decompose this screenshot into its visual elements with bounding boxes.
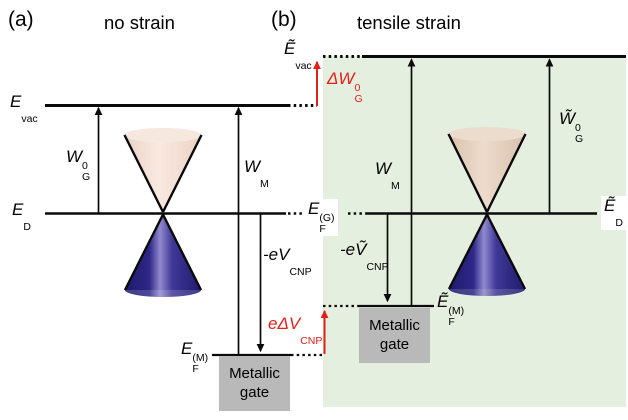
dirac-cone-a <box>123 128 203 297</box>
panel-b-tag: (b) <box>271 8 297 31</box>
dirac-cone-b <box>447 127 527 296</box>
upper-cone-body-b <box>448 134 526 212</box>
lower-cone-edges-a <box>123 213 203 291</box>
lower-cone-base-a <box>125 283 201 297</box>
lower-cone-edges-b <box>447 213 527 290</box>
upper-cone-edges-a <box>123 134 203 213</box>
upper-cone-opening-b <box>448 127 526 141</box>
upper-cone-body-a <box>124 135 202 212</box>
gate-a-line2: gate <box>239 383 270 401</box>
gate-b-line2: gate <box>379 335 410 353</box>
lower-cone-body-a <box>125 214 201 290</box>
lower-cone-base-b <box>449 282 525 296</box>
metallic-gate-a: Metallic gate <box>219 356 290 411</box>
lower-cone-body-b <box>449 214 525 289</box>
panel-b-title: tensile strain <box>357 12 461 33</box>
gate-b-line1: Metallic <box>369 316 420 334</box>
label-efg: E(G)F <box>305 199 338 237</box>
upper-cone-opening-a <box>124 128 202 142</box>
upper-cone-edges-b <box>447 133 527 213</box>
panel-a-tag: (a) <box>8 8 34 31</box>
label-efm-a: E(M)F <box>181 339 209 376</box>
label-efm-b: Ẽ(M)F <box>437 292 465 329</box>
metallic-gate-b: Metallic gate <box>359 308 430 363</box>
panel-a-title: no strain <box>104 12 175 33</box>
gate-a-line1: Metallic <box>229 364 280 382</box>
